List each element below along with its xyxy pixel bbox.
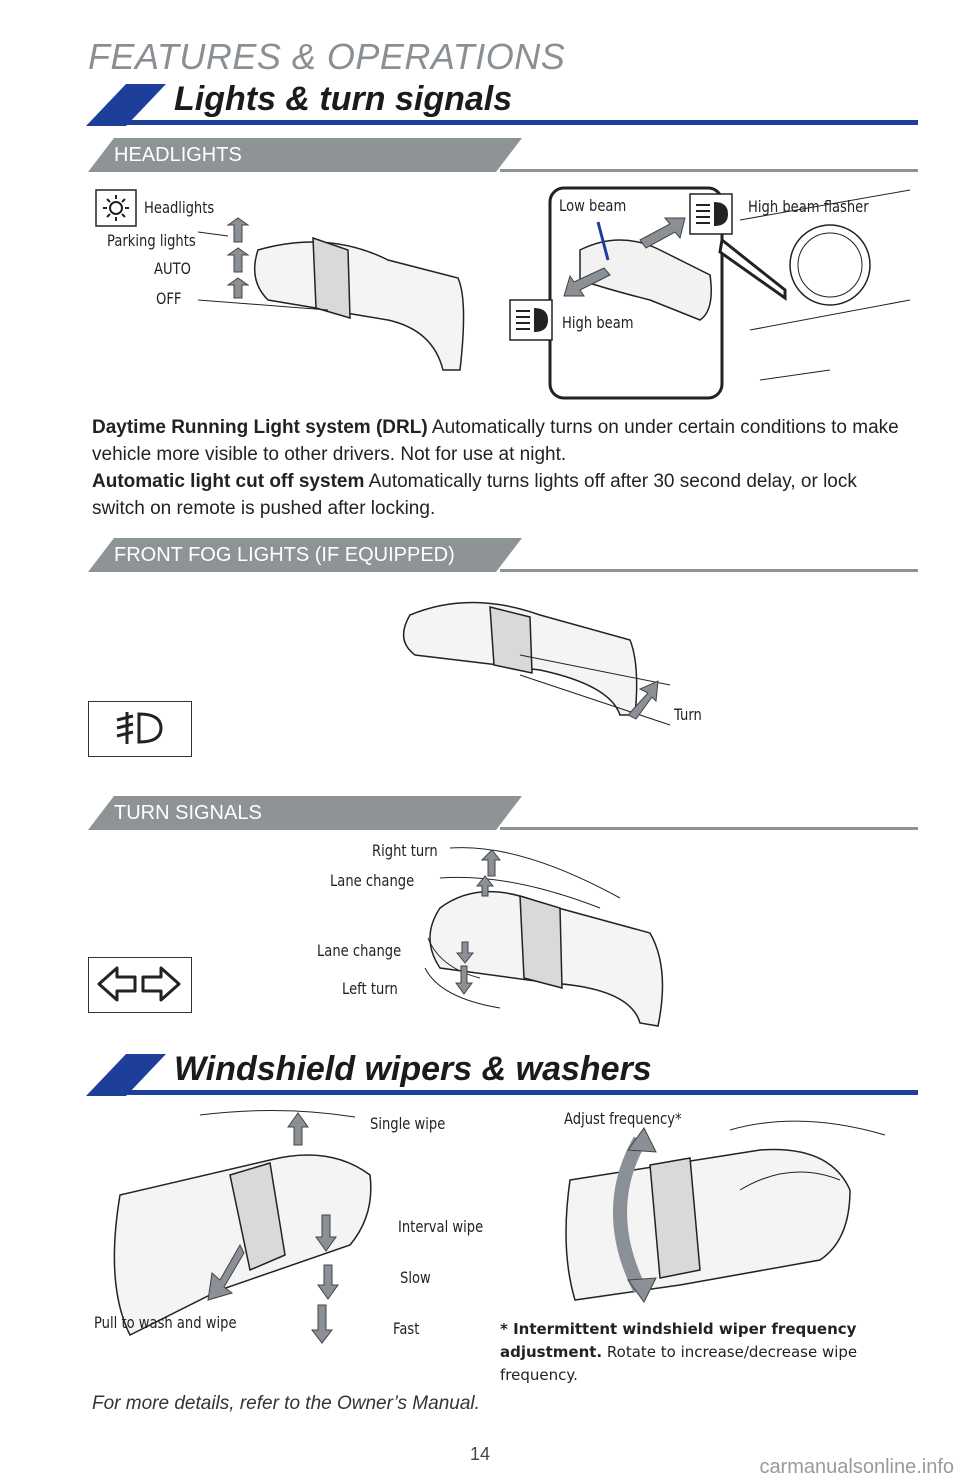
wiper-stalk-illustration xyxy=(113,1109,372,1344)
cutoff-heading: Automatic light cut off system xyxy=(92,471,365,492)
label-fog-turn: Turn xyxy=(674,705,702,724)
headlights-rule xyxy=(500,169,918,172)
wipers-title-decoration xyxy=(86,1054,918,1096)
drl-heading: Daytime Running Light system (DRL) xyxy=(92,417,428,438)
label-fast: Fast xyxy=(393,1319,420,1338)
wipers-section-title: Windshield wipers & washers xyxy=(174,1050,652,1088)
cutoff-text: Automatically turns lights off after 30 … xyxy=(92,471,857,519)
label-headlights: Headlights xyxy=(144,198,215,217)
cutoff-paragraph: Automatic light cut off system Automatic… xyxy=(92,468,912,522)
label-single-wipe: Single wipe xyxy=(370,1114,446,1133)
headlight-stalk-illustration xyxy=(95,189,465,371)
drl-paragraph: Daytime Running Light system (DRL) Autom… xyxy=(92,414,912,468)
label-pull-wash: Pull to wash and wipe xyxy=(94,1313,237,1332)
label-left-turn: Left turn xyxy=(342,979,398,998)
label-adjust-frequency: Adjust frequency* xyxy=(564,1109,682,1128)
label-low-beam: Low beam xyxy=(559,196,627,215)
label-right-turn: Right turn xyxy=(372,841,438,860)
footnote-bold: Intermittent windshield wiper frequency … xyxy=(500,1320,857,1361)
headlights-banner: HEADLIGHTS xyxy=(88,138,522,172)
page-number: 14 xyxy=(469,1444,491,1464)
label-auto: AUTO xyxy=(154,259,191,278)
fog-stalk-illustration xyxy=(402,601,671,726)
turn-stalk-illustration xyxy=(424,847,664,1027)
turn-rule xyxy=(500,827,918,830)
turn-signal-icon xyxy=(88,957,192,1013)
adjust-frequency-illustration xyxy=(565,1120,886,1303)
page-header-title: FEATURES & OPERATIONS xyxy=(88,36,566,77)
label-high-beam: High beam xyxy=(562,313,634,332)
lights-title-decoration xyxy=(86,84,918,126)
label-parking-lights: Parking lights xyxy=(107,231,196,250)
footnote-text: Rotate to increase/decrease wipe frequen… xyxy=(500,1343,858,1384)
footnote-star: * xyxy=(500,1320,514,1338)
label-slow: Slow xyxy=(400,1268,431,1287)
fog-light-icon xyxy=(88,701,192,757)
drl-text: Automatically turns on under certain con… xyxy=(92,417,899,465)
turn-banner: TURN SIGNALS xyxy=(88,796,522,830)
wiper-footnote: * Intermittent windshield wiper frequenc… xyxy=(500,1318,920,1387)
label-lane-change-up: Lane change xyxy=(330,871,415,890)
fog-rule xyxy=(500,569,918,572)
footer-note: For more details, refer to the Owner’s M… xyxy=(92,1393,480,1414)
watermark-text: carmanualsonline.info xyxy=(759,1456,954,1478)
fog-banner: FRONT FOG LIGHTS (IF EQUIPPED) xyxy=(88,538,522,572)
beam-illustration xyxy=(509,186,911,400)
label-high-beam-flasher: High beam flasher xyxy=(748,197,869,216)
label-lane-change-down: Lane change xyxy=(317,941,402,960)
label-off: OFF xyxy=(156,289,182,308)
label-interval-wipe: Interval wipe xyxy=(398,1217,484,1236)
lights-section-title: Lights & turn signals xyxy=(174,80,513,118)
